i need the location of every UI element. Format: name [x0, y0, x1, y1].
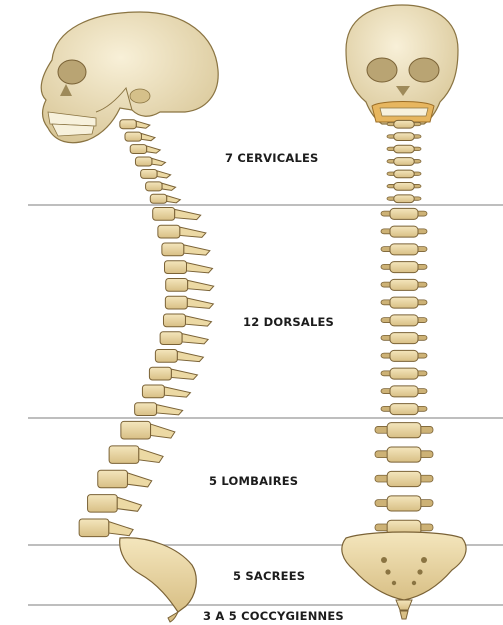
frontal-vertebra — [387, 158, 421, 166]
lateral-vertebra — [153, 207, 201, 220]
frontal-vertebra — [387, 133, 421, 141]
frontal-vertebra — [387, 170, 421, 178]
lateral-sacrum — [120, 538, 197, 622]
region-label-coccygiennes: 3 A 5 COCCYGIENNES — [203, 609, 344, 623]
frontal-vertebra — [387, 195, 421, 203]
frontal-vertebra — [381, 386, 427, 397]
lateral-vertebra — [125, 132, 155, 141]
lateral-vertebra — [163, 314, 211, 327]
lateral-vertebra — [160, 332, 208, 345]
region-label-cervicales: 7 CERVICALES — [225, 151, 319, 165]
frontal-spine — [375, 120, 433, 535]
frontal-vertebra — [375, 423, 433, 438]
lateral-vertebra — [142, 385, 190, 398]
region-label-sacrees: 5 SACREES — [233, 569, 305, 583]
frontal-vertebra — [381, 297, 427, 308]
frontal-sacrum — [342, 532, 466, 619]
lateral-spine — [79, 120, 214, 537]
frontal-skull — [346, 5, 458, 124]
region-label-dorsales: 12 DORSALES — [243, 315, 334, 329]
lateral-vertebra — [165, 296, 213, 309]
frontal-vertebra — [381, 208, 427, 219]
lateral-vertebra — [98, 470, 152, 488]
frontal-vertebra — [387, 183, 421, 191]
lateral-vertebra — [120, 120, 150, 129]
frontal-vertebra — [381, 350, 427, 361]
lateral-vertebra — [150, 194, 180, 203]
frontal-vertebra — [375, 471, 433, 486]
lateral-vertebra — [165, 261, 213, 274]
frontal-vertebra — [381, 333, 427, 344]
frontal-vertebra — [381, 368, 427, 379]
lateral-vertebra — [146, 182, 176, 191]
frontal-vertebra — [375, 496, 433, 511]
lateral-vertebra — [135, 157, 165, 166]
lateral-vertebra — [130, 145, 160, 154]
lateral-vertebra — [149, 367, 197, 380]
frontal-vertebra — [381, 404, 427, 415]
lateral-vertebra — [88, 495, 142, 513]
lateral-vertebra — [158, 225, 206, 238]
lateral-vertebra — [109, 446, 163, 464]
frontal-vertebra — [381, 262, 427, 273]
lateral-vertebra — [135, 403, 183, 416]
frontal-vertebra — [375, 447, 433, 462]
lateral-vertebra — [79, 519, 133, 537]
region-label-lombaires: 5 LOMBAIRES — [209, 474, 298, 488]
lateral-vertebra — [141, 169, 171, 178]
frontal-vertebra — [381, 315, 427, 326]
lateral-vertebra — [121, 421, 175, 439]
lateral-vertebra — [162, 243, 210, 256]
frontal-vertebra — [381, 226, 427, 237]
lateral-vertebra — [166, 278, 214, 291]
frontal-vertebra — [381, 244, 427, 255]
frontal-vertebra — [387, 145, 421, 153]
lateral-vertebra — [155, 349, 203, 362]
frontal-vertebra — [381, 279, 427, 290]
